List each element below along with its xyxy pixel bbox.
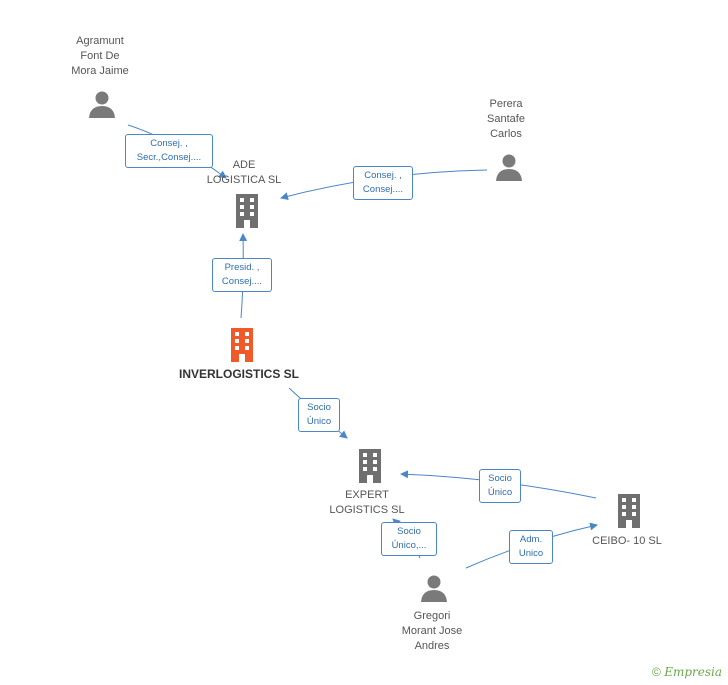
person-icon <box>89 91 115 118</box>
copyright-symbol: © <box>652 665 661 679</box>
node-label-inverlogistics: INVERLOGISTICS SL <box>179 367 300 381</box>
node-label-agramunt: Agramunt Font De Mora Jaime <box>71 35 129 77</box>
person-icon <box>496 154 522 181</box>
brand-footer[interactable]: © Empresia <box>652 665 722 679</box>
building-icon <box>236 194 258 228</box>
node-label-gregori: Gregori Morant Jose Andres <box>401 610 463 652</box>
node-label-perera: Perera Santafe Carlos <box>487 98 525 140</box>
edge-label-agramunt-ade[interactable]: Consej. , Secr.,Consej.... <box>125 134 213 168</box>
node-label-ade: ADE LOGISTICA SL <box>206 159 282 186</box>
building-icon <box>231 328 253 362</box>
person-icon <box>421 575 447 602</box>
brand-logo: Empresia <box>664 665 722 679</box>
building-icon <box>359 449 381 483</box>
node-label-ceibo: CEIBO- 10 SL <box>592 535 662 547</box>
edge-label-perera-ade[interactable]: Consej. , Consej.... <box>353 166 413 200</box>
edge-label-ceibo-expert[interactable]: Socio Único <box>479 469 521 503</box>
edge-label-inver-ade[interactable]: Presid. , Consej.... <box>212 258 272 292</box>
edge-label-gregori-ceibo[interactable]: Adm. Unico <box>509 530 553 564</box>
edge-label-inver-expert[interactable]: Socio Único <box>298 398 340 432</box>
building-icon <box>618 494 640 528</box>
edge-label-gregori-expert[interactable]: Socio Único,... <box>381 522 437 556</box>
node-label-expert: EXPERT LOGISTICS SL <box>329 489 405 516</box>
